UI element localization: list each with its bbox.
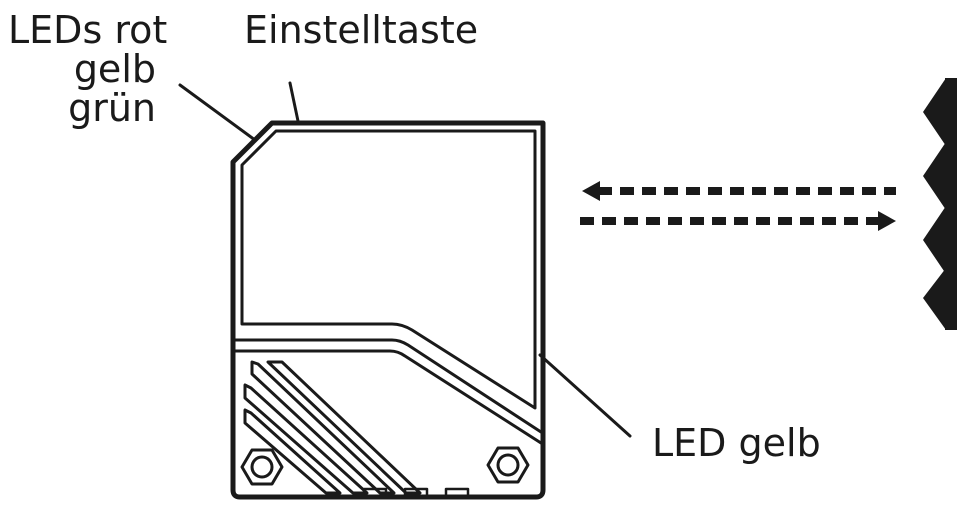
reflector-tooth <box>923 142 946 210</box>
bottom-tab <box>444 487 470 499</box>
leds-leader-line <box>178 83 257 142</box>
emitted-return-arrows <box>580 181 896 231</box>
vent-slot <box>250 360 396 495</box>
reflector-tooth <box>923 206 946 274</box>
front-window <box>240 129 537 410</box>
reflector-tooth <box>923 78 946 146</box>
emitted-arrow-head-right-icon <box>878 211 896 231</box>
mounting-nut-left <box>240 448 284 486</box>
leds-label-line3: grün <box>68 86 156 130</box>
adjust-button-label: Einstelltaste <box>244 8 478 52</box>
adjust-button-leader-line <box>288 81 300 123</box>
return-arrow-head-left-icon <box>582 181 600 201</box>
vent-slot <box>266 360 422 495</box>
bottom-tabs <box>362 487 470 499</box>
leds-label-line1: LEDs rot <box>8 8 167 52</box>
vent-slot <box>243 408 342 495</box>
housing-outline <box>230 120 546 500</box>
housing-division-line-inner <box>233 349 543 445</box>
reflector-tooth <box>923 268 946 330</box>
mounting-nut-right <box>486 446 530 484</box>
leds-label-line2: gelb <box>74 47 156 91</box>
led-yellow-leader-line <box>538 353 632 438</box>
vent-slot <box>243 383 369 495</box>
bottom-tab <box>403 487 429 499</box>
housing-division-line <box>233 338 543 434</box>
reflector-bar <box>945 78 957 330</box>
led-yellow-label: LED gelb <box>652 421 821 465</box>
target-reflector <box>923 78 957 330</box>
sensor-housing <box>230 120 546 500</box>
bottom-tab <box>362 487 388 499</box>
